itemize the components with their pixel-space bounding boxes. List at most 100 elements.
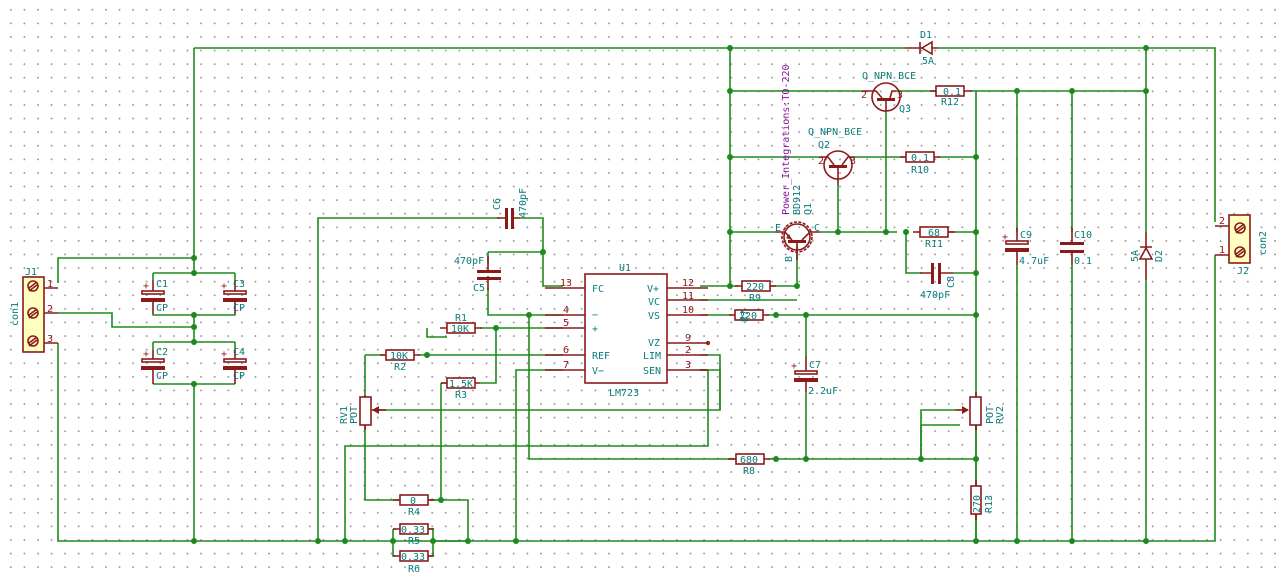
value-label: BD912	[792, 185, 803, 215]
pin-number: 9	[685, 333, 691, 344]
junction	[191, 270, 197, 276]
value-label: 0.1	[1074, 256, 1092, 267]
pin-number: 3	[850, 156, 856, 167]
ref-label: R8	[743, 466, 755, 477]
pin-name: SEN	[643, 366, 661, 377]
resistor-r4[interactable]: 0 R4	[393, 494, 434, 518]
ref-label: R12	[941, 97, 959, 108]
pin-number: 12	[682, 278, 694, 289]
resistor-r8[interactable]: 680 R8	[728, 453, 770, 477]
wire-lim[interactable]	[700, 354, 721, 410]
junction	[727, 229, 733, 235]
pin-number: 3	[685, 360, 691, 371]
value-label: 5A	[1130, 250, 1141, 262]
wire-r3[interactable]	[398, 382, 447, 501]
resistor-r13[interactable]: 270 R13	[970, 480, 995, 520]
resistor-r3[interactable]: 1.5K R3	[441, 377, 480, 401]
resistor-r12[interactable]: 0.1 R12	[930, 85, 972, 108]
value-label: 220	[746, 282, 764, 293]
wire-bottom-rail[interactable]	[57, 255, 1216, 542]
wire-r8[interactable]	[768, 424, 976, 460]
pin-number: 3	[897, 90, 903, 101]
resistor-r10[interactable]: 0.1 R10	[900, 151, 940, 176]
resistor-r7[interactable]: 220 R7	[729, 309, 769, 322]
potentiometer-rv2[interactable]: POT RV2	[920, 392, 1006, 459]
capacitor-c9[interactable]: + C9 4.7uF	[1002, 228, 1049, 267]
wire-pin7[interactable]	[515, 369, 563, 541]
wire-cap-top[interactable]	[152, 258, 236, 280]
capacitor-c8[interactable]: C8 470pF	[920, 263, 957, 301]
wire-cap-bot[interactable]	[153, 383, 235, 541]
wire-pin4[interactable]	[528, 314, 735, 460]
capacitor-c4[interactable]: + C4 CP	[221, 347, 247, 384]
junction	[191, 312, 197, 318]
transistor-q1[interactable]: E C B Power_Integrations:TO-220 BD912 Q1	[775, 64, 820, 262]
transistor-q3[interactable]: 2 3 Q_NPN_BCE Q3	[861, 71, 916, 115]
pin-label: E	[775, 223, 781, 234]
ref-label: C10	[1074, 230, 1092, 241]
junction	[315, 538, 321, 544]
wire-q1[interactable]	[730, 185, 976, 274]
junction	[973, 538, 979, 544]
wire-q3[interactable]	[730, 90, 1146, 541]
wire-top-rail[interactable]	[194, 47, 1216, 222]
ref-label: R1	[455, 313, 467, 324]
screw-terminal-icon	[27, 335, 39, 347]
connector-j2[interactable]: 2 1 J2 con2	[1215, 214, 1269, 277]
connector-j1[interactable]: 1 2 3 J1 con1	[10, 267, 58, 353]
wire-cap-mid[interactable]	[58, 312, 236, 350]
junction	[973, 270, 979, 276]
ref-label: C3	[233, 279, 245, 290]
junction	[342, 538, 348, 544]
diode-d1[interactable]: D1 5A	[905, 30, 938, 67]
value-label: 270	[972, 495, 983, 513]
junction	[1143, 45, 1149, 51]
plus-sign: +	[791, 361, 797, 372]
connector-body	[1228, 214, 1251, 264]
capacitor-c2[interactable]: + C2 CP	[141, 347, 168, 384]
pin-number: 13	[560, 278, 572, 289]
capacitor-c6[interactable]: C6 470pF	[492, 188, 529, 229]
capacitor-c7[interactable]: + C7 2.2uF	[791, 356, 838, 397]
resistor-r6[interactable]: 0.33 R6	[393, 550, 434, 575]
transistor-q2[interactable]: 2 3 Q_NPN_BCE Q2	[808, 127, 862, 185]
potentiometer-rv1[interactable]: RV1 POT	[339, 395, 386, 430]
ref-label: R13	[984, 495, 995, 513]
screw-terminal-icon	[27, 280, 39, 292]
value-label: CP	[233, 371, 245, 382]
wire-c5[interactable]	[487, 251, 563, 316]
diode-d2[interactable]: 5A D2	[1130, 232, 1165, 280]
resistor-r11[interactable]: 68 R11	[913, 226, 955, 250]
wire-q2[interactable]	[730, 110, 976, 232]
pin-name: −	[592, 310, 598, 321]
junction	[191, 339, 197, 345]
junction	[438, 497, 444, 503]
resistor-r1[interactable]: 10K R1	[440, 313, 482, 335]
resistor-r2[interactable]: 10K R2	[380, 349, 420, 373]
value-label: 10K	[451, 324, 469, 335]
junction	[1143, 88, 1149, 94]
junction	[773, 312, 779, 318]
value-label: CP	[233, 303, 245, 314]
capacitor-c1[interactable]: + C1 CP	[141, 279, 168, 314]
pin-name: V−	[592, 366, 604, 377]
ref-label: R5	[408, 536, 420, 547]
value-label: Q_NPN_BCE	[808, 127, 862, 138]
pin-name: V+	[647, 284, 659, 295]
pin-name: VS	[648, 311, 660, 322]
capacitor-c5[interactable]: 470pF C5	[454, 256, 501, 294]
wire-sen[interactable]	[344, 369, 709, 541]
resistor-r9[interactable]: 220 R9	[735, 280, 776, 304]
ref-label: C1	[156, 279, 168, 290]
ref-label: Q1	[803, 203, 814, 215]
junction	[191, 381, 197, 387]
capacitor-c3[interactable]: + C3 CP	[221, 279, 247, 314]
ic-u1-lm723[interactable]: U1 LM723 13 FC 4 − 5 + 6 REF 7 V− 12 V+ …	[545, 263, 711, 399]
value-label: CP	[156, 371, 168, 382]
capacitor-c10[interactable]: C10 0.1	[1060, 228, 1092, 267]
value-label: 470pF	[454, 256, 484, 267]
wire-left-top[interactable]	[57, 48, 195, 283]
value-label: LM723	[609, 388, 639, 399]
resistor-r5[interactable]: 0.33 R5	[393, 523, 434, 547]
